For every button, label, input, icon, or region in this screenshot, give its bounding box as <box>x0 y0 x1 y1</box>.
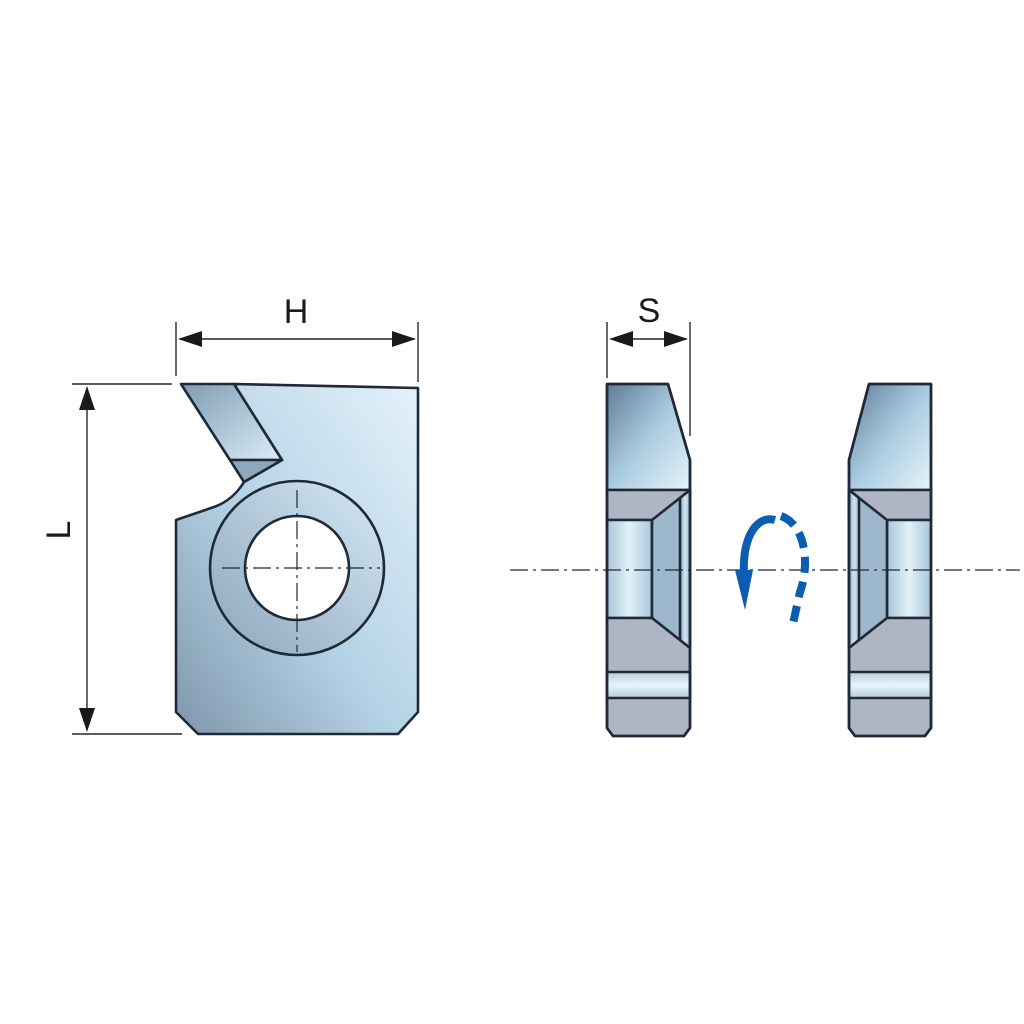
side-view-right <box>847 382 933 738</box>
rotation-arrow-icon <box>735 512 810 629</box>
front-view <box>174 382 420 736</box>
dimension-s-label: S <box>638 292 661 330</box>
dimension-h: H <box>175 293 419 382</box>
dimension-l-label: L <box>40 521 78 540</box>
side-view-left <box>605 382 692 738</box>
cutting-edge-land <box>228 458 284 484</box>
dimension-s: S <box>606 292 691 436</box>
dimension-l: L <box>40 383 182 735</box>
dimension-h-label: H <box>284 293 309 331</box>
